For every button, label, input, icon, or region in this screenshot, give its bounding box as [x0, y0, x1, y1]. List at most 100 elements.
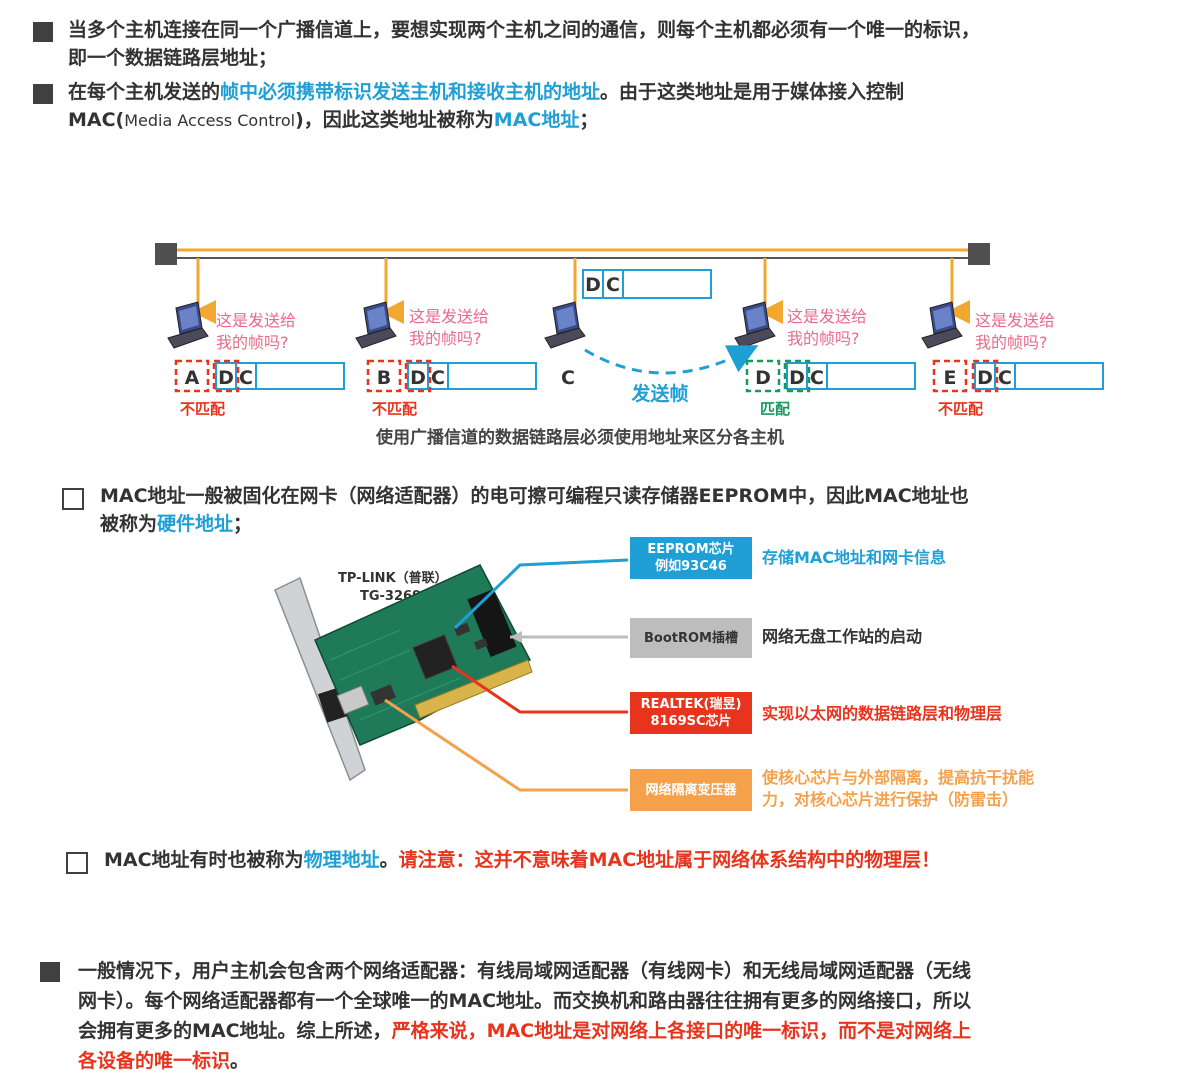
question-line-1: 这是发送给	[787, 307, 867, 326]
text: 被称为	[100, 513, 158, 535]
frame-c-label: C	[239, 367, 253, 389]
bullet-checkbox	[62, 488, 84, 510]
bullet-square	[40, 962, 60, 982]
mac-expansion: Media Access Control	[124, 111, 296, 130]
nic-model-line-1: TP-LINK（普联）	[338, 571, 448, 586]
frame-bus-d-label: D	[585, 274, 601, 296]
callout-bootrom-box: BootROM插槽	[630, 618, 752, 658]
host-b-address: B	[377, 367, 391, 389]
host-d-address: D	[755, 367, 771, 389]
host-e-frame: E D C 不匹配	[932, 359, 1104, 418]
send-label: 发送帧	[630, 382, 688, 405]
callout-transformer-desc-line-2: 力，对核心芯片进行保护（防雷击）	[762, 790, 1019, 809]
text: MAC地址有时也被称为	[104, 849, 304, 871]
question-a: 这是发送给 我的帧吗?	[216, 311, 296, 352]
frame-on-bus: D C	[582, 269, 712, 299]
text: 会拥有更多的MAC地址。综上所述，	[78, 1020, 392, 1042]
paragraph-3-line-2: 被称为硬件地址；	[100, 510, 969, 538]
paragraph-3-line-1: MAC地址一般被固化在网卡（网络适配器）的电可擦可编程只读存储器EEPROM中，…	[100, 485, 969, 507]
host-e-result: 不匹配	[938, 400, 983, 418]
highlight-hardware-address: 硬件地址	[157, 513, 234, 535]
conclusion-red-2: 各设备的唯一标识	[78, 1050, 231, 1072]
paragraph-2-line-1: 在每个主机发送的帧中必须携带标识发送主机和接收主机的地址。由于这类地址是用于媒体…	[68, 78, 904, 106]
conclusion-red-1: 严格来说，MAC地址是对网络上各接口的唯一标识，而不是对网络上	[391, 1020, 972, 1042]
host-d-result: 匹配	[760, 400, 790, 418]
text: MAC(	[68, 109, 125, 131]
text: ；	[233, 513, 253, 535]
paragraph-5-line-1: 一般情况下，用户主机会包含两个网络适配器：有线局域网适配器（有线网卡）和无线局域…	[78, 960, 972, 982]
question-line-2: 我的帧吗?	[787, 329, 860, 348]
text: ；	[579, 109, 599, 131]
paragraph-2-line-2: MAC(Media Access Control)，因此这类地址被称为MAC地址…	[68, 106, 904, 135]
callout-transformer-box: 网络隔离变压器	[630, 769, 752, 811]
highlight-frame-address: 帧中必须携带标识发送主机和接收主机的地址	[220, 81, 601, 103]
callout-realtek-desc: 实现以太网的数据链路层和物理层	[762, 704, 1003, 723]
paragraph-1-line-1: 当多个主机连接在同一个广播信道上，要想实现两个主机之间的通信，则每个主机都必须有…	[68, 19, 981, 41]
text: 。由于这类地址是用于媒体接入控制	[600, 81, 905, 103]
callout-realtek-line-1: REALTEK(瑞昱)	[640, 697, 742, 712]
question-b: 这是发送给 我的帧吗?	[409, 307, 489, 348]
host-a-frame: A D C 不匹配	[174, 359, 345, 418]
frame-d-label: D	[410, 367, 426, 389]
frame-c-label: C	[431, 367, 445, 389]
question-line-1: 这是发送给	[975, 311, 1055, 330]
broadcast-diagram: D C 这是发送给 我的帧吗? 这是发送给 我的帧吗? 这是发送给 我的帧吗? …	[155, 243, 1104, 448]
question-line-1: 这是发送给	[216, 311, 296, 330]
host-e-address: E	[944, 367, 957, 389]
paragraph-5: 一般情况下，用户主机会包含两个网络适配器：有线局域网适配器（有线网卡）和无线局域…	[78, 956, 971, 1076]
question-e: 这是发送给 我的帧吗?	[975, 311, 1055, 352]
callout-line-transformer	[384, 698, 628, 792]
question-line-2: 我的帧吗?	[409, 329, 482, 348]
callout-transformer-line-1: 网络隔离变压器	[645, 782, 737, 798]
callout-line-realtek	[451, 664, 628, 714]
callout-transformer-desc-line-1: 使核心芯片与外部隔离，提高抗干扰能	[762, 768, 1035, 787]
paragraph-5-line-3: 会拥有更多的MAC地址。综上所述，严格来说，MAC地址是对网络上各接口的唯一标识…	[78, 1016, 971, 1046]
text: 在每个主机发送的	[68, 81, 221, 103]
bullet-square	[33, 22, 53, 42]
frame-c-label: C	[998, 367, 1012, 389]
callout-eeprom-desc: 存储MAC地址和网卡信息	[762, 548, 947, 567]
callout-line-eeprom	[453, 558, 629, 630]
callout-transformer-desc: 使核心芯片与外部隔离，提高抗干扰能 力，对核心芯片进行保护（防雷击）	[762, 767, 1034, 811]
callout-eeprom-line-1: EEPROM芯片	[647, 542, 735, 557]
frame-c-label: C	[810, 367, 824, 389]
host-b-frame: B D C 不匹配	[366, 359, 537, 418]
frame-bus-c-label: C	[606, 274, 620, 296]
bullet-checkbox	[66, 852, 88, 874]
callout-eeprom-line-2: 例如93C46	[655, 559, 727, 574]
paragraph-5-line-2: 网卡）。每个网络适配器都有一个全球唯一的MAC地址。而交换机和路由器往往拥有更多…	[78, 990, 972, 1012]
paragraph-1: 当多个主机连接在同一个广播信道上，要想实现两个主机之间的通信，则每个主机都必须有…	[68, 16, 980, 72]
host-d-frame: D D C 匹配	[745, 359, 916, 418]
host-a-address: A	[185, 367, 200, 389]
highlight-mac-address: MAC地址	[493, 109, 580, 131]
text: 。	[230, 1050, 250, 1072]
host-a-result: 不匹配	[180, 400, 225, 418]
diagram-caption: 使用广播信道的数据链路层必须使用地址来区分各主机	[375, 427, 784, 448]
paragraph-4: MAC地址有时也被称为物理地址。请注意：这并不意味着MAC地址属于网络体系结构中…	[104, 846, 940, 874]
frame-d-label: D	[977, 367, 993, 389]
send-arrow	[584, 345, 759, 375]
question-line-1: 这是发送给	[409, 307, 489, 326]
callout-bootrom-desc: 网络无盘工作站的启动	[762, 627, 923, 646]
callout-bootrom-line-1: BootROM插槽	[644, 630, 738, 646]
highlight-physical-address: 物理地址	[303, 849, 380, 871]
host-b-result: 不匹配	[372, 400, 417, 418]
bullet-square	[33, 84, 53, 104]
text: 。	[379, 849, 399, 871]
frame-d-label: D	[789, 367, 805, 389]
question-d: 这是发送给 我的帧吗?	[787, 307, 867, 348]
paragraph-3: MAC地址一般被固化在网卡（网络适配器）的电可擦可编程只读存储器EEPROM中，…	[100, 482, 969, 538]
text: )，因此这类地址被称为	[295, 109, 494, 131]
paragraph-1-line-2: 即一个数据链路层地址；	[68, 47, 278, 69]
question-line-2: 我的帧吗?	[216, 333, 289, 352]
paragraph-2: 在每个主机发送的帧中必须携带标识发送主机和接收主机的地址。由于这类地址是用于媒体…	[68, 78, 904, 135]
host-c-address: C	[561, 367, 575, 389]
callout-realtek-box: REALTEK(瑞昱) 8169SC芯片	[630, 692, 752, 734]
paragraph-5-line-4: 各设备的唯一标识。	[78, 1046, 971, 1076]
callout-eeprom-box: EEPROM芯片 例如93C46	[630, 537, 752, 579]
frame-d-label: D	[218, 367, 234, 389]
bus-line	[155, 243, 990, 265]
warning-text: 请注意：这并不意味着MAC地址属于网络体系结构中的物理层！	[398, 849, 941, 871]
question-line-2: 我的帧吗?	[975, 333, 1048, 352]
